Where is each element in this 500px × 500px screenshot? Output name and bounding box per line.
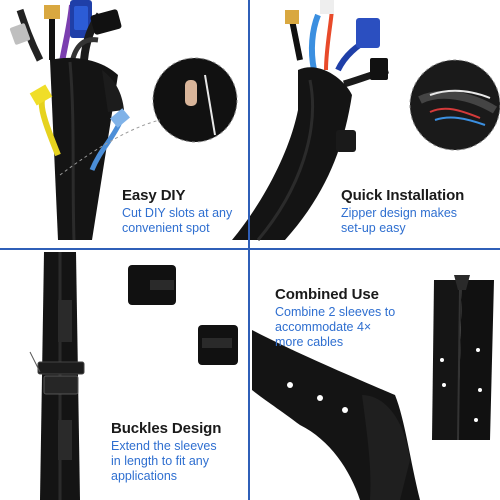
easy-diy-line: Cut DIY slots at any	[122, 206, 233, 220]
combined-use-line: Combine 2 sleeves to	[275, 305, 396, 319]
vertical-divider	[248, 0, 250, 500]
buckles-design-line: applications	[111, 469, 178, 483]
combined-use-heading: Combined Use	[275, 286, 379, 303]
easy-diy-heading: Easy DIY	[122, 187, 186, 204]
buckles-design-line: Extend the sleeves	[111, 439, 217, 453]
combined-use-description: Combine 2 sleeves to accommodate 4× more…	[275, 305, 395, 350]
buckles-design-line: in length to fit any	[111, 454, 209, 468]
combined-use-line: accommodate 4×	[275, 320, 372, 334]
quick-installation-line: set-up easy	[341, 221, 406, 235]
horizontal-divider	[0, 248, 500, 250]
quick-installation-description: Zipper design makes set-up easy	[341, 206, 457, 236]
quick-installation-line: Zipper design makes	[341, 206, 458, 220]
easy-diy-line: convenient spot	[122, 221, 210, 235]
easy-diy-description: Cut DIY slots at any convenient spot	[122, 206, 232, 236]
combined-use-line: more cables	[275, 335, 344, 349]
buckles-design-heading: Buckles Design	[111, 420, 222, 437]
buckles-design-description: Extend the sleeves in length to fit any …	[111, 439, 217, 484]
quick-installation-heading: Quick Installation	[341, 187, 465, 204]
